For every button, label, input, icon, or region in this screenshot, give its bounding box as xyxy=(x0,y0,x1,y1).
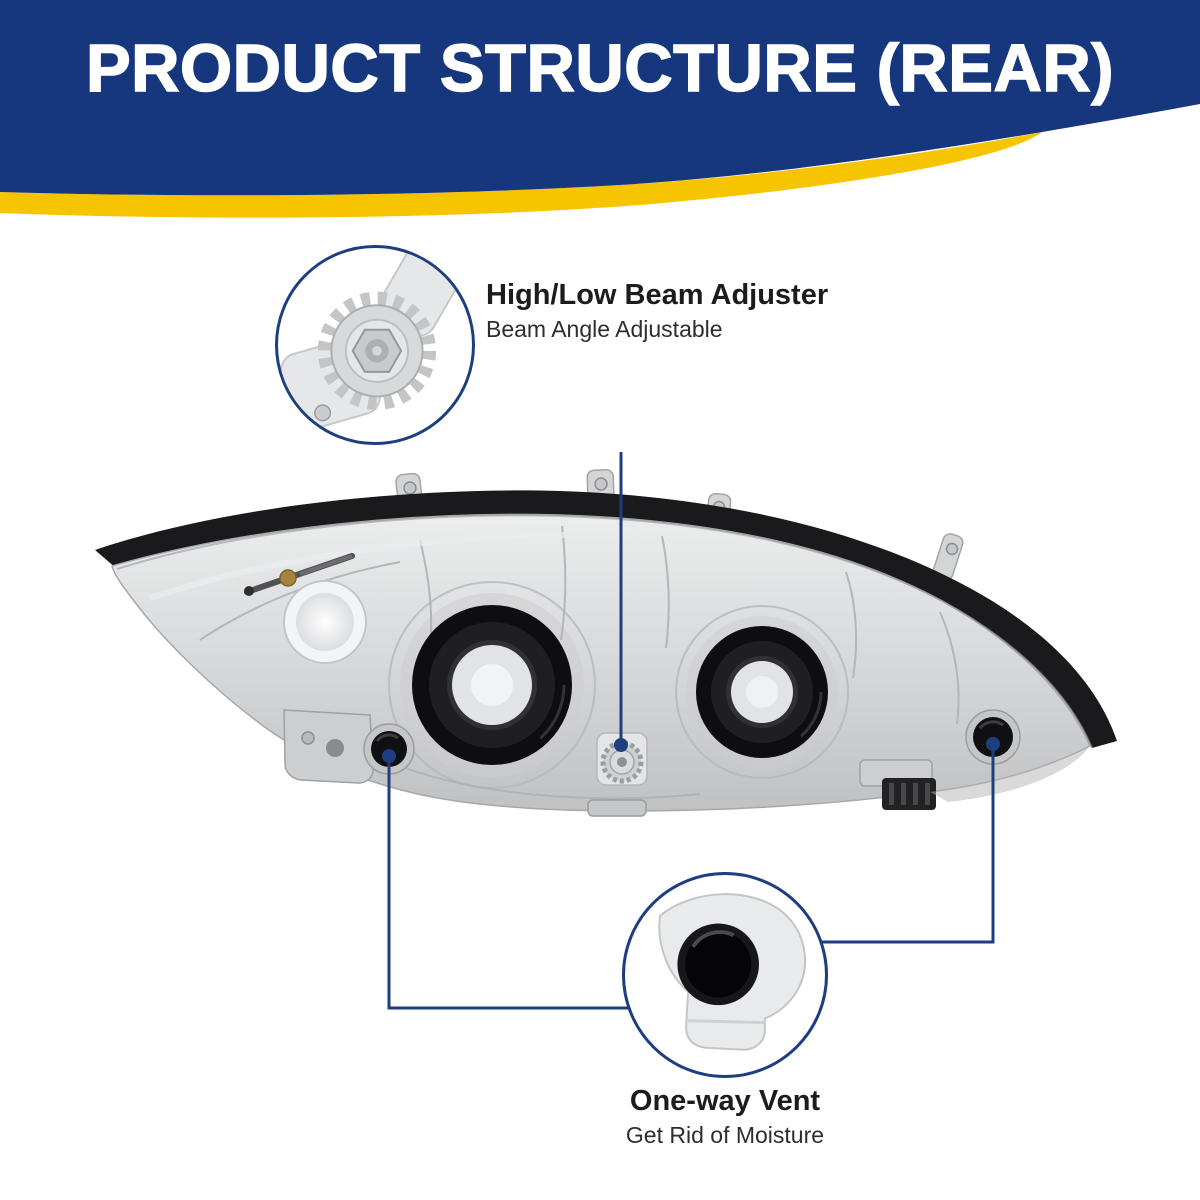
beam-adjuster-label: High/Low Beam Adjuster Beam Angle Adjust… xyxy=(486,279,829,342)
beam-adjuster-title: High/Low Beam Adjuster xyxy=(486,279,829,311)
adjuster-bolt xyxy=(244,553,355,596)
parking-bulb-hole xyxy=(283,580,367,664)
vent-right-point-dot xyxy=(986,737,1000,751)
lens-edge-trim xyxy=(95,490,1117,748)
header-background xyxy=(0,0,1200,196)
beam-adjuster-subtitle: Beam Angle Adjustable xyxy=(486,315,723,342)
right-lower-shade xyxy=(930,746,1090,802)
beam-adjuster-screw xyxy=(596,732,648,786)
beam-adjuster-point-dot xyxy=(614,738,628,752)
connector-dots xyxy=(382,737,1000,763)
page-title: PRODUCT STRUCTURE (REAR) xyxy=(85,30,1115,107)
left-mount-bracket xyxy=(283,709,374,784)
beam-adjuster-gear-icon xyxy=(279,248,467,431)
center-foot xyxy=(587,799,647,817)
beam-adjuster-callout-circle xyxy=(275,245,475,445)
vent-cap-icon xyxy=(658,893,806,1051)
top-highlight xyxy=(149,532,566,601)
high-beam-socket xyxy=(696,626,828,758)
header-accent-stripe xyxy=(0,132,1042,218)
trim-inner-shade xyxy=(116,514,1093,749)
vent-label: One-way Vent Get Rid of Moisture xyxy=(525,1085,925,1148)
low-beam-socket xyxy=(412,605,572,765)
headlight-rear-image xyxy=(95,469,1117,817)
header-banner: PRODUCT STRUCTURE (REAR) xyxy=(0,0,1200,240)
vent-left-connector-line xyxy=(387,760,660,1010)
vent-left-point-dot xyxy=(382,749,396,763)
vent-title: One-way Vent xyxy=(629,1085,821,1117)
connector-lines xyxy=(387,452,995,1010)
socket-ring-left xyxy=(388,581,596,789)
housing-ribs xyxy=(199,525,960,800)
right-mount-bracket xyxy=(859,759,936,810)
vent-callout-circle xyxy=(622,872,828,1078)
vent-subtitle: Get Rid of Moisture xyxy=(625,1121,825,1148)
vent-right-connector-line xyxy=(790,748,995,944)
header-banner-shape xyxy=(0,0,1200,218)
socket-ring-right xyxy=(675,605,849,779)
